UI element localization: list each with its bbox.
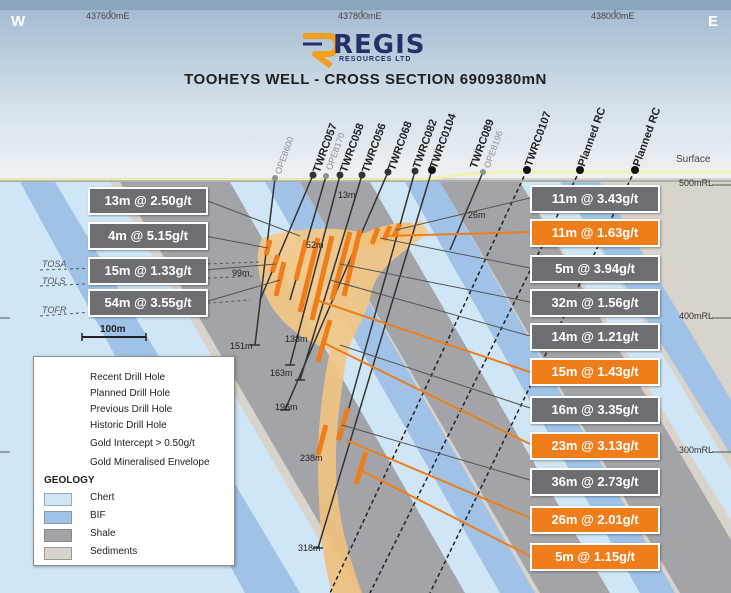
- east-label: E: [708, 13, 719, 30]
- regis-logo-mark: [303, 33, 340, 69]
- intercept-label: 14m @ 1.21g/t: [530, 323, 660, 351]
- easting-label-right: 438000mE: [591, 11, 635, 21]
- intercept-label: 54m @ 3.55g/t: [88, 289, 208, 317]
- sky: [0, 0, 731, 178]
- depth-label: 318m: [298, 543, 321, 553]
- depth-label: 13m: [338, 190, 356, 200]
- legend-bif: BIF: [90, 510, 106, 521]
- legend-shale: Shale: [90, 528, 116, 539]
- legend-historic-drill-hole: Historic Drill Hole: [90, 420, 167, 431]
- intercept-label: 5m @ 3.94g/t: [530, 255, 660, 283]
- legend-geology-title: GEOLOGY: [44, 475, 95, 486]
- legend-planned-drill-hole: Planned Drill Hole: [90, 388, 171, 399]
- intercept-label: 15m @ 1.33g/t: [88, 257, 208, 285]
- intercept-label: 13m @ 2.50g/t: [88, 187, 208, 215]
- scale-label: 100m: [100, 324, 126, 335]
- formation-tofr: TOFR: [42, 305, 67, 315]
- formation-tosa: TOSA: [42, 259, 67, 269]
- hole-collars: [272, 166, 639, 181]
- surface-label: Surface: [676, 154, 711, 165]
- depth-label: 238m: [300, 453, 323, 463]
- gold-intercepts: [263, 222, 403, 485]
- depth-label: 196m: [275, 402, 298, 412]
- intercept-label: 32m @ 1.56g/t: [530, 289, 660, 317]
- easting-label-left: 437600mE: [86, 11, 130, 21]
- leader-lines: [204, 197, 531, 481]
- intercept-label: 5m @ 1.15g/t: [530, 543, 660, 571]
- rl-label-400: 400mRL: [679, 311, 714, 321]
- easting-label-mid: 437800mE: [338, 11, 382, 21]
- legend-previous-drill-hole: Previous Drill Hole: [90, 404, 173, 415]
- swatch-sediments: [44, 547, 72, 560]
- legend: Recent Drill Hole Planned Drill Hole Pre…: [33, 356, 235, 566]
- legend-gold-intercept: Gold Intercept > 0.50g/t: [90, 438, 195, 449]
- rl-label-300: 300mRL: [679, 445, 714, 455]
- logo-subtitle: RESOURCES LTD: [339, 56, 412, 63]
- intercept-label: 11m @ 1.63g/t: [530, 219, 660, 247]
- legend-chert: Chert: [90, 492, 115, 503]
- intercept-label: 15m @ 1.43g/t: [530, 358, 660, 386]
- legend-recent-drill-hole: Recent Drill Hole: [90, 372, 166, 383]
- swatch-shale: [44, 529, 72, 542]
- logo-wordmark: REGIS: [333, 30, 426, 60]
- formation-tols: TOLS: [42, 276, 66, 286]
- west-label: W: [11, 13, 26, 30]
- swatch-bif: [44, 511, 72, 524]
- legend-gold-envelope: Gold Mineralised Envelope: [90, 457, 210, 468]
- intercept-label: 23m @ 3.13g/t: [530, 432, 660, 460]
- legend-sediments: Sediments: [90, 546, 138, 557]
- rl-label-500: 500mRL: [679, 178, 714, 188]
- depth-label: 138m: [285, 334, 308, 344]
- intercept-label: 36m @ 2.73g/t: [530, 468, 660, 496]
- depth-label: 26m: [468, 210, 486, 220]
- top-band: [0, 0, 731, 10]
- intercept-label: 16m @ 3.35g/t: [530, 396, 660, 424]
- depth-label: 99m: [232, 268, 250, 278]
- surface-line: [0, 170, 731, 182]
- bif-band-far-right: [560, 182, 731, 455]
- depth-label: 52m: [306, 240, 324, 250]
- gold-mineralised-envelope: [257, 220, 428, 593]
- intercept-label: 26m @ 2.01g/t: [530, 506, 660, 534]
- swatch-chert: [44, 493, 72, 506]
- depth-label: 151m: [230, 341, 253, 351]
- depth-label: 163m: [270, 368, 293, 378]
- intercept-label: 4m @ 5.15g/t: [88, 222, 208, 250]
- page-title: TOOHEYS WELL - CROSS SECTION 6909380mN: [184, 71, 547, 88]
- intercept-label: 11m @ 3.43g/t: [530, 185, 660, 213]
